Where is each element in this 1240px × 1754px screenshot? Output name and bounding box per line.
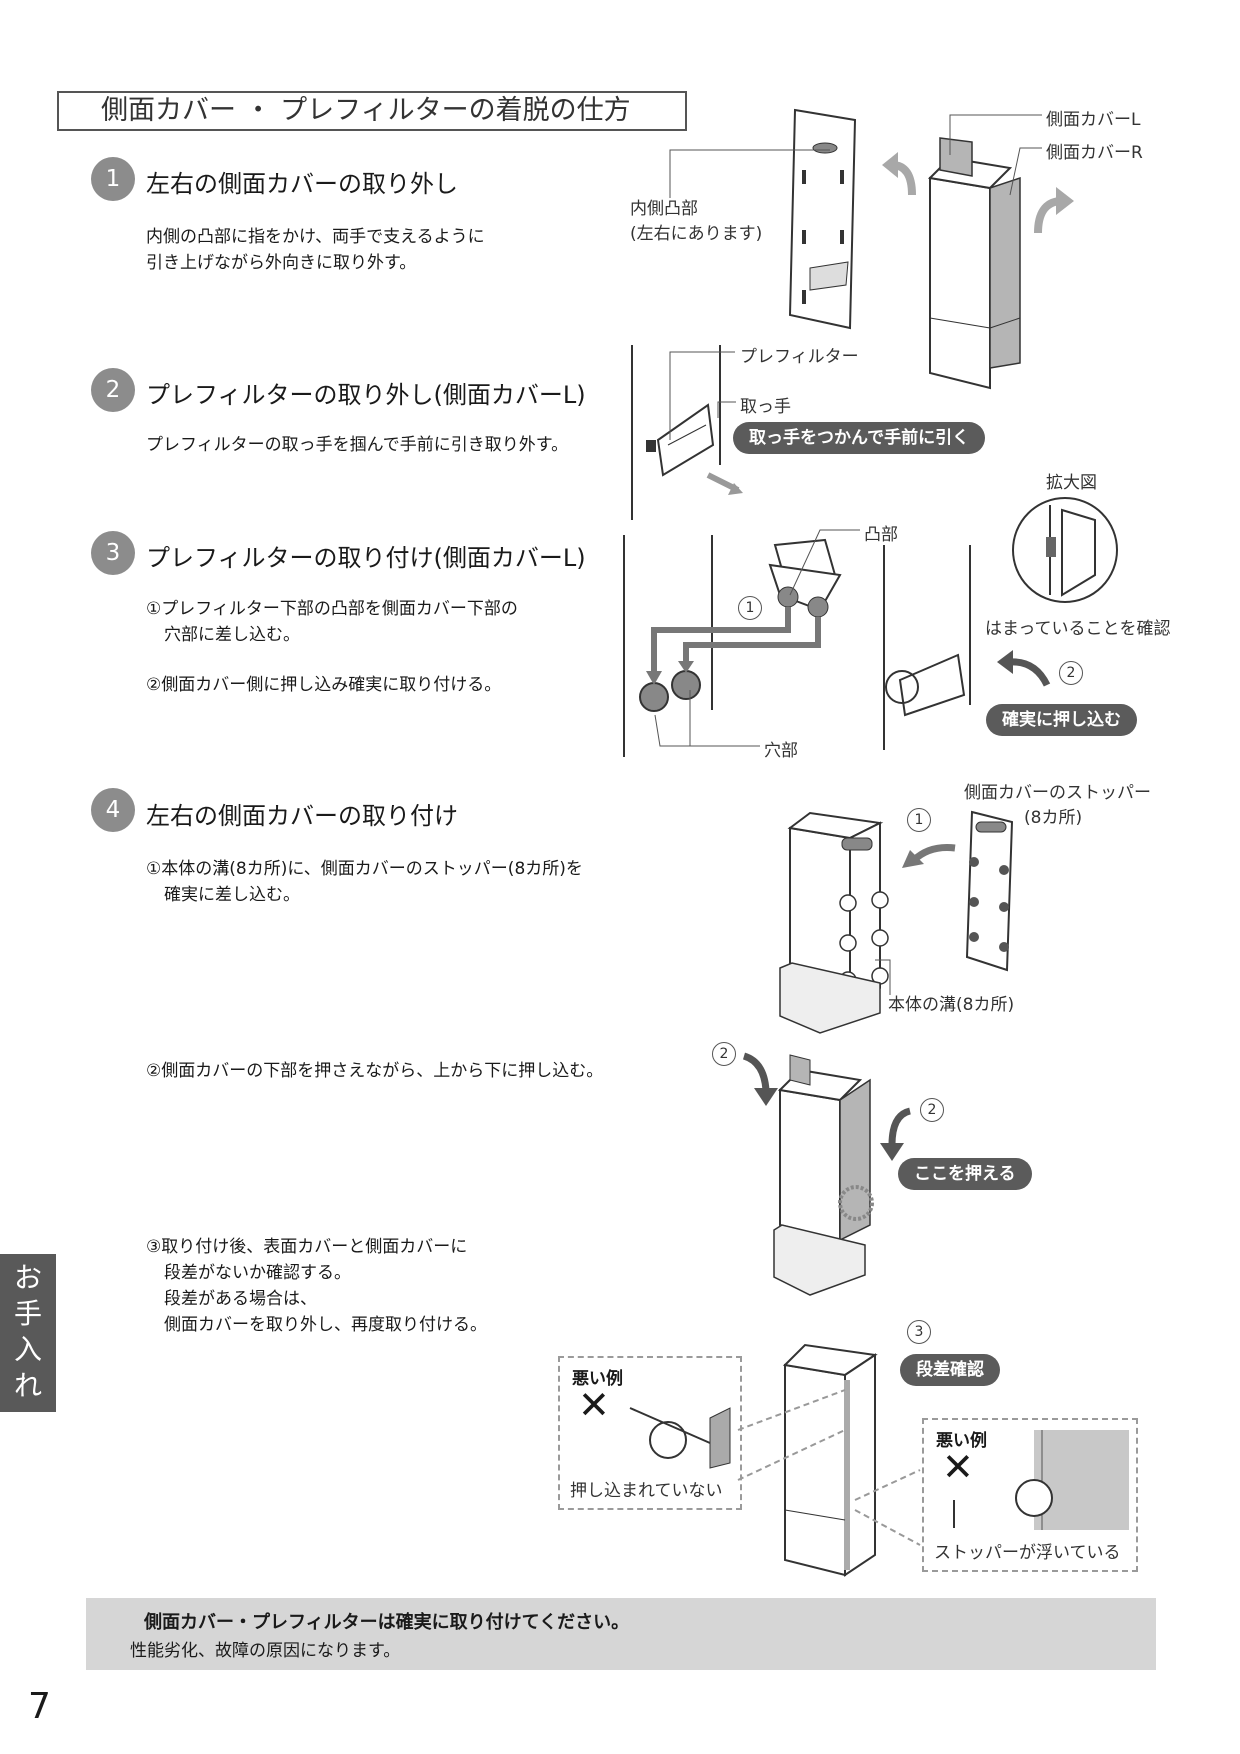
step-1-number: 1 [91,157,135,201]
circled-two-step3: 2 [1059,661,1083,685]
zoom-detail-icon [1012,497,1118,603]
bad-example-not-pushed: 悪い例 ✕ 押し込まれていない [558,1356,742,1510]
bad-example-title: 悪い例 [572,1369,623,1389]
side-cover-panel-illustration [788,108,857,330]
press-here-callout: ここを押える [898,1158,1032,1190]
step-1-title: 左右の側面カバーの取り外し [146,170,458,198]
step-4-text-c: ③取り付け後、表面カバーと側面カバーに 段差がないか確認する。 段差がある場合は… [146,1237,487,1335]
prefilter-insert-illustration [623,535,842,757]
insert-arrow-icon [902,844,956,868]
pull-handle-callout: 取っ手をつかんで手前に引く [733,422,986,454]
maintenance-side-tab: お手入れ [0,1254,56,1412]
not-pushed-detail-icon [629,1407,731,1469]
press-down-arrow-right-icon [880,1107,912,1161]
circled-one-step4: 1 [907,808,931,832]
side-cover-l-label: 側面カバーL [1046,110,1141,130]
step-2-title: プレフィルターの取り外し(側面カバーL) [146,381,586,409]
step-4-number: 4 [91,788,135,832]
step-3-text: ①プレフィルター下部の凸部を側面カバー下部の 穴部に差し込む。 ②側面カバー側に… [146,599,518,695]
prefilter-fitted-illustration [883,545,971,750]
push-arrow-icon [997,650,1051,687]
prefilter-removal-illustration [631,345,743,520]
side-cover-stopper-illustration [965,810,1014,972]
bad-example-stopper-floating: 悪い例 ✕ ストッパーが浮いている [922,1418,1138,1572]
caution-note-bold: 側面カバー・プレフィルターは確実に取り付けてください。 [144,1612,630,1633]
press-down-arrow-left-icon [742,1052,778,1106]
leader-lines-step3 [654,529,860,747]
bump-label: 凸部 [864,525,898,545]
handle-label: 取っ手 [740,397,791,417]
bad-example-title-2: 悪い例 [936,1431,987,1451]
check-step-callout: 段差確認 [900,1354,1000,1386]
not-pushed-label: 押し込まれていない [570,1481,723,1501]
page-title: 側面カバー ・ プレフィルターの着脱の仕方 [57,91,687,131]
step-4-text-b: ②側面カバーの下部を押さえながら、上から下に押し込む。 [146,1061,604,1081]
bad-x-icon-2: ✕ [942,1445,974,1489]
step-4-title: 左右の側面カバーの取り付け [146,802,458,830]
stopper-label: 側面カバーのストッパー (8カ所) [964,783,1151,828]
caution-note: 側面カバー・プレフィルターは確実に取り付けてください。 性能劣化、故障の原因にな… [86,1598,1156,1670]
side-cover-r-label: 側面カバーR [1046,143,1143,163]
circled-two-step4-b: 2 [920,1098,944,1122]
purifier-body-grooves-illustration [779,811,889,1034]
step-3-title: プレフィルターの取り付け(側面カバーL) [146,544,586,572]
circled-two-step4-a: 2 [712,1042,736,1066]
page-number: 7 [28,1686,51,1727]
bad-x-icon: ✕ [578,1383,610,1427]
caution-note-text: 性能劣化、故障の原因になります。 [130,1641,401,1661]
dashed-connectors [737,1389,921,1546]
groove-label: 本体の溝(8カ所) [888,995,1015,1015]
step-1-text: 内側の凸部に指をかけ、両手で支えるように引き上げながら外向きに取り外す。 [146,227,485,273]
arrow-up-left-icon [882,152,916,196]
stopper-float-label: ストッパーが浮いている [934,1543,1121,1563]
circled-one-step3: 1 [738,596,762,620]
leader-lines-step1 [669,114,1042,198]
purifier-press-illustration [773,1054,874,1296]
inner-bump-label: 内側凸部(左右にあります) [630,199,763,244]
prefilter-label: プレフィルター [740,347,859,367]
fitted-check-label: はまっていることを確認 [985,619,1171,639]
leader-lines-step2 [669,351,736,440]
step-2-number: 2 [91,368,135,412]
purifier-step-check-illustration [782,1343,878,1577]
step-2-text: プレフィルターの取っ手を掴んで手前に引き取り外す。 [146,435,569,455]
zoom-label: 拡大図 [1046,473,1097,493]
purifier-with-covers-illustration [927,137,1021,390]
circled-three-step4: 3 [907,1320,931,1344]
step-3-number: 3 [91,531,135,575]
leader-lines-step4a [875,959,891,995]
hole-label: 穴部 [764,741,798,761]
stopper-float-detail-icon [953,1430,1129,1530]
step-4-text-a: ①本体の溝(8カ所)に、側面カバーのストッパー(8カ所)を 確実に差し込む。 [146,859,583,905]
arrow-up-right-icon [1034,187,1074,234]
push-firmly-callout: 確実に押し込む [986,704,1137,736]
